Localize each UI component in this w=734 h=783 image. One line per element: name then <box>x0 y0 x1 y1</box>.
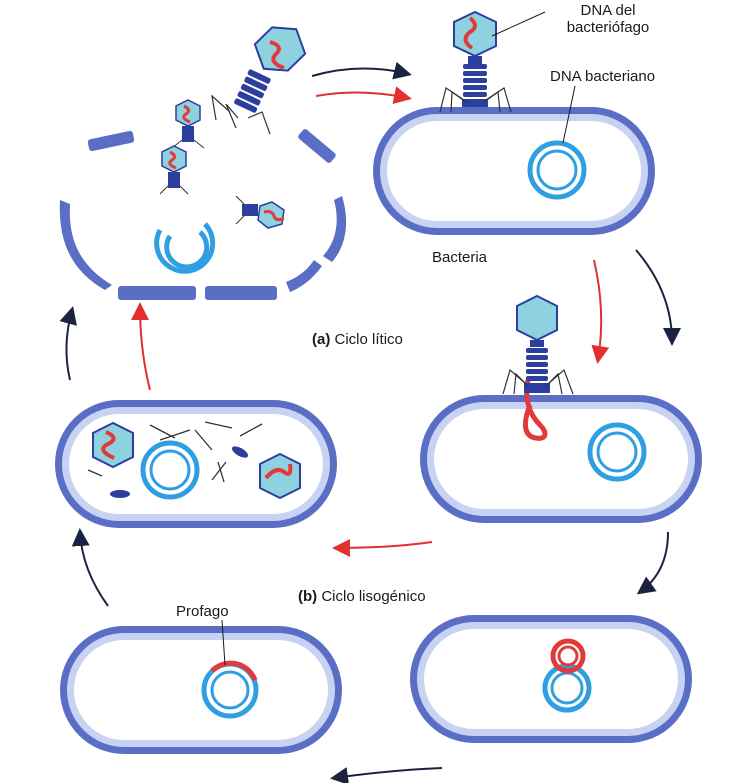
lysogenic-cycle-text: Ciclo lisogénico <box>321 588 426 605</box>
bacterium-assembly <box>55 400 337 528</box>
arrow-middle-red <box>332 538 433 557</box>
prophage-pointer <box>221 619 226 666</box>
arrow-right-red <box>591 259 610 364</box>
lysogenic-cycle-letter: (b) <box>298 588 318 605</box>
released-phage-large <box>211 26 307 135</box>
arrow-left-red <box>131 302 151 391</box>
lysed-bacterium <box>59 129 347 300</box>
lytic-cycle-letter: (a) <box>312 331 331 348</box>
bacterial-dna-circle <box>527 140 587 200</box>
released-phage-small-2 <box>159 145 189 195</box>
phage-dna-loop <box>550 638 586 674</box>
bacteria-label: Bacteria <box>432 249 488 266</box>
lytic-cycle-title: (a) Ciclo lítico <box>312 331 403 348</box>
arrow-top-red <box>315 86 412 104</box>
lysogenic-cycle-title: (b) Ciclo lisogénico <box>298 588 426 605</box>
arrow-right-dark <box>635 249 681 346</box>
phage-dna-pointer <box>491 11 546 37</box>
phage-dna-label: DNA del bacteriófago <box>566 2 650 36</box>
bacterium-integration <box>410 615 692 743</box>
cycle-arrows <box>59 61 681 783</box>
prophage-segment <box>210 660 258 682</box>
phage-injecting <box>502 294 574 395</box>
arrow-left-upper-dark <box>59 306 77 381</box>
phage-attached <box>439 10 512 113</box>
bacterial-dna-label: DNA bacteriano <box>550 68 656 85</box>
arrow-left-lower-dark <box>71 528 109 607</box>
prophage-label: Profago <box>176 603 229 620</box>
released-phage-small-3 <box>235 195 285 229</box>
lytic-cycle-text: Ciclo lítico <box>334 331 403 348</box>
arrow-top-dark <box>311 61 412 80</box>
bacterium-prophage <box>60 626 342 754</box>
arrow-right-lower-dark <box>636 531 669 595</box>
bacterium-attached <box>373 107 655 235</box>
bacterium-injected <box>420 379 702 523</box>
released-phage-small-1 <box>171 99 205 149</box>
arrow-bottom-dark <box>330 767 443 783</box>
bacterial-dna-pointer <box>562 85 576 144</box>
